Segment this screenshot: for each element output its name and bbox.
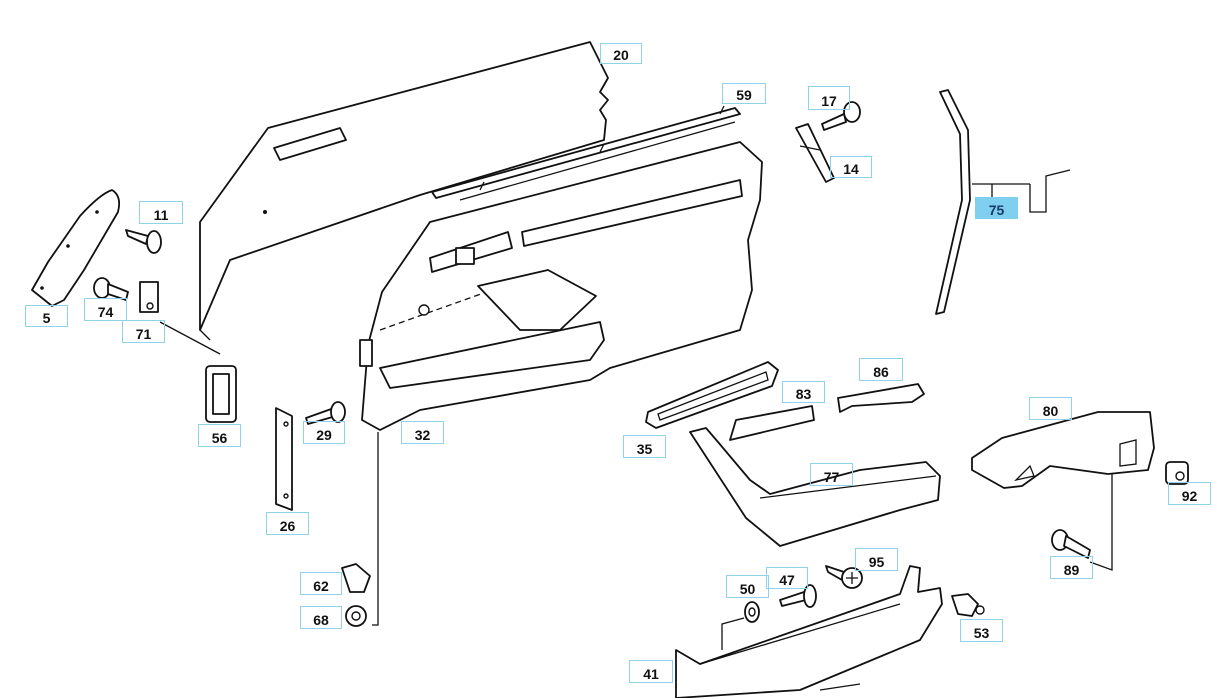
part-20-door-inner-panel: [199, 41, 609, 341]
part-14-bracket: [795, 123, 835, 183]
callout-part-26[interactable]: 26: [266, 512, 309, 535]
part-77-armrest: [689, 427, 941, 547]
part-62-clip: [341, 563, 371, 593]
part-68-grommet: [345, 605, 367, 627]
part-5-pillar-trim: [31, 189, 121, 307]
callout-part-50[interactable]: 50: [726, 575, 769, 598]
part-41-lower-trim: [675, 565, 943, 698]
part-83-insert: [729, 405, 815, 441]
callout-part-95[interactable]: 95: [855, 548, 898, 571]
part-29-screw: [305, 401, 346, 425]
callout-part-80[interactable]: 80: [1029, 397, 1072, 420]
callout-part-29[interactable]: 29: [303, 421, 345, 444]
part-56-handle-escutcheon: [205, 365, 237, 423]
callout-part-32[interactable]: 32: [401, 421, 444, 444]
callout-part-71[interactable]: 71: [122, 320, 165, 343]
part-26-trim-strip: [275, 407, 293, 511]
callout-part-20[interactable]: 20: [600, 43, 642, 64]
part-80-pull-handle: [971, 411, 1155, 571]
callout-part-92[interactable]: 92: [1168, 482, 1211, 505]
callout-part-83[interactable]: 83: [782, 381, 825, 403]
callout-part-56[interactable]: 56: [198, 424, 241, 447]
part-53-fastener: [951, 593, 985, 617]
callout-part-41[interactable]: 41: [629, 660, 673, 683]
callout-part-14[interactable]: 14: [830, 156, 872, 178]
callout-part-68[interactable]: 68: [300, 606, 342, 629]
callout-part-35[interactable]: 35: [623, 435, 666, 458]
part-59-window-seal: [431, 105, 741, 201]
part-71-clip: [139, 281, 221, 355]
callout-part-86[interactable]: 86: [859, 358, 903, 381]
callout-part-11[interactable]: 11: [139, 201, 183, 224]
part-75-window-guide: [935, 89, 1071, 315]
part-47-screw: [779, 584, 817, 608]
part-86-cap: [837, 383, 925, 413]
callout-part-75[interactable]: 75: [975, 197, 1018, 219]
callout-part-5[interactable]: 5: [25, 305, 68, 327]
part-95-screw: [825, 565, 863, 589]
callout-part-59[interactable]: 59: [722, 83, 766, 104]
part-74-screw: [93, 277, 129, 301]
part-17-screw: [821, 101, 861, 131]
callout-part-47[interactable]: 47: [766, 567, 808, 589]
callout-part-53[interactable]: 53: [960, 619, 1003, 642]
part-32-door-trim-panel: [359, 141, 763, 431]
part-50-washer: [721, 601, 760, 650]
part-35-bezel-frame: [645, 361, 779, 429]
part-89-screw: [1051, 529, 1091, 559]
part-92-clip: [1165, 461, 1189, 485]
callout-part-77[interactable]: 77: [810, 463, 853, 486]
callout-part-74[interactable]: 74: [84, 298, 127, 321]
callout-part-62[interactable]: 62: [300, 572, 342, 595]
part-11-screw: [125, 229, 162, 254]
callout-part-89[interactable]: 89: [1050, 556, 1093, 579]
callout-part-17[interactable]: 17: [808, 86, 850, 110]
